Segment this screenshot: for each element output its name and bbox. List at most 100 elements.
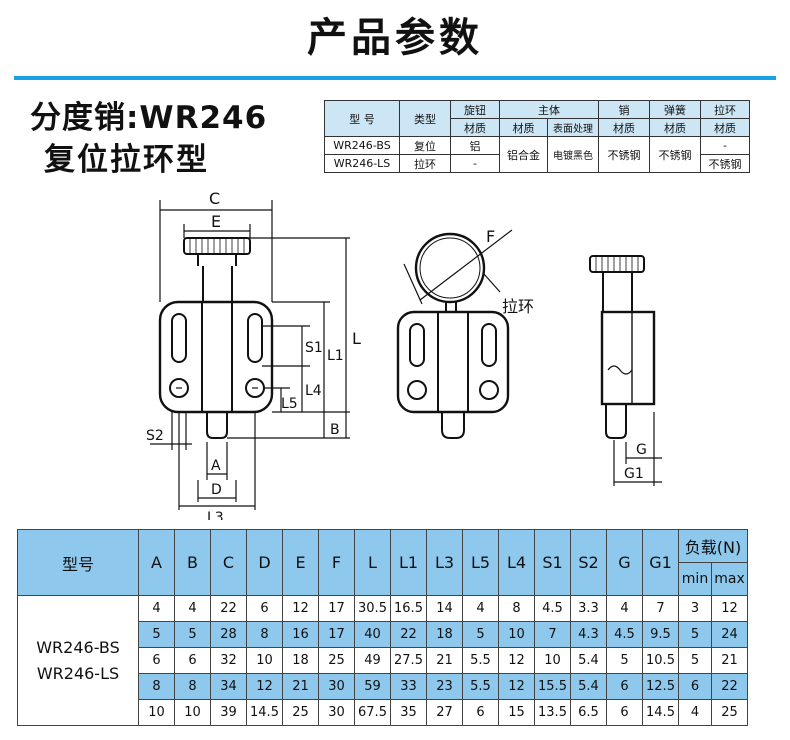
col-header: S2 <box>570 529 607 596</box>
mat-ring: - <box>700 136 750 155</box>
front-view <box>150 200 350 510</box>
table-cell: 3 <box>678 595 712 622</box>
table-cell: 12 <box>498 673 535 700</box>
col-header: F <box>318 529 355 596</box>
table-cell: 25 <box>711 699 748 726</box>
table-cell: 28 <box>210 621 247 648</box>
mat-sub-surface: 表面处理 <box>547 118 599 137</box>
mat-header-knob: 旋钮 <box>450 100 500 119</box>
table-cell: 27.5 <box>390 647 427 674</box>
table-cell: 6 <box>246 595 283 622</box>
mat-sub-material: 材质 <box>598 118 650 137</box>
table-cell: 21 <box>426 647 463 674</box>
table-cell: 22 <box>390 621 427 648</box>
col-header: L1 <box>390 529 427 596</box>
mat-spring: 不锈钢 <box>649 136 701 173</box>
dim-label-f: F <box>486 227 495 246</box>
col-header: L5 <box>462 529 499 596</box>
mat-type: 拉环 <box>399 154 451 173</box>
mat-model: WR246-BS <box>324 136 400 155</box>
table-cell: 4.5 <box>606 621 643 648</box>
dim-label-s2: S2 <box>146 428 164 444</box>
table-cell: 30.5 <box>354 595 391 622</box>
table-cell: 6 <box>138 647 175 674</box>
table-cell: 24 <box>711 621 748 648</box>
table-cell: 3.3 <box>570 595 607 622</box>
table-cell: 5 <box>606 647 643 674</box>
table-cell: 5.4 <box>570 673 607 700</box>
mat-knob: 铝 <box>450 136 500 155</box>
table-cell: 7 <box>534 621 571 648</box>
table-cell: 8 <box>138 673 175 700</box>
table-cell: 7 <box>642 595 679 622</box>
table-cell: 5.5 <box>462 647 499 674</box>
table-cell: 10 <box>534 647 571 674</box>
col-header: L <box>354 529 391 596</box>
dim-label-e: E <box>211 212 221 231</box>
table-cell: 9.5 <box>642 621 679 648</box>
table-cell: 30 <box>318 699 355 726</box>
mat-sub-material: 材质 <box>450 118 500 137</box>
table-cell: 6 <box>606 699 643 726</box>
table-cell: 4.3 <box>570 621 607 648</box>
table-cell: 12 <box>498 647 535 674</box>
table-cell: 4 <box>606 595 643 622</box>
col-header-load: 负载(N) <box>678 529 748 563</box>
table-cell: 12 <box>711 595 748 622</box>
col-header: E <box>282 529 319 596</box>
table-cell: 10 <box>246 647 283 674</box>
mat-ring: 不锈钢 <box>700 154 750 173</box>
table-cell: 5 <box>174 621 211 648</box>
col-header: C <box>210 529 247 596</box>
ring-view <box>396 229 513 439</box>
table-cell: 5 <box>678 621 712 648</box>
mat-knob: - <box>450 154 500 173</box>
side-view <box>589 255 662 486</box>
table-cell: 4 <box>462 595 499 622</box>
model-name: WR246-BS <box>36 637 120 657</box>
table-cell: 8 <box>174 673 211 700</box>
table-cell: 12 <box>246 673 283 700</box>
mat-sub-material: 材质 <box>499 118 548 137</box>
table-cell: 5.5 <box>462 673 499 700</box>
table-cell: 15 <box>498 699 535 726</box>
table-cell: 10 <box>498 621 535 648</box>
dim-label-l1: L1 <box>327 348 344 364</box>
table-cell: 14 <box>426 595 463 622</box>
table-cell: 8 <box>498 595 535 622</box>
table-cell: 25 <box>318 647 355 674</box>
product-heading: 分度销:WR246 <box>30 100 268 136</box>
table-cell: 4 <box>174 595 211 622</box>
table-cell: 17 <box>318 595 355 622</box>
dim-label-l4: L4 <box>305 383 322 399</box>
table-cell: 13.5 <box>534 699 571 726</box>
mat-sub-material: 材质 <box>700 118 750 137</box>
col-header: B <box>174 529 211 596</box>
material-table: 型 号 类型 旋钮 主体 销 弹簧 拉环 材质 材质 表面处理 材质 材质 材质… <box>324 100 750 173</box>
table-cell: 5.4 <box>570 647 607 674</box>
mat-header-pin: 销 <box>598 100 650 119</box>
mat-body-material: 铝合金 <box>499 136 548 173</box>
mat-type: 复位 <box>399 136 451 155</box>
model-name: WR246-LS <box>36 663 120 683</box>
table-cell: 12 <box>282 595 319 622</box>
dim-label-l5: L5 <box>281 396 298 412</box>
table-cell: 67.5 <box>354 699 391 726</box>
col-header: L4 <box>498 529 535 596</box>
table-cell: 16.5 <box>390 595 427 622</box>
table-cell: 4 <box>138 595 175 622</box>
table-cell: 22 <box>711 673 748 700</box>
dimension-table: 型号 A B C D E F L L1 L3 L5 L4 S1 S2 G G1 … <box>17 529 748 726</box>
table-cell: 30 <box>318 673 355 700</box>
table-cell: 23 <box>426 673 463 700</box>
dim-label-l: L <box>352 329 361 348</box>
dim-label-d: D <box>211 482 222 498</box>
mat-header-ring: 拉环 <box>700 100 750 119</box>
dim-label-g1: G1 <box>624 466 644 482</box>
table-cell: 59 <box>354 673 391 700</box>
table-cell: 5 <box>462 621 499 648</box>
table-cell: 5 <box>138 621 175 648</box>
mat-header-model: 型 号 <box>324 100 400 137</box>
